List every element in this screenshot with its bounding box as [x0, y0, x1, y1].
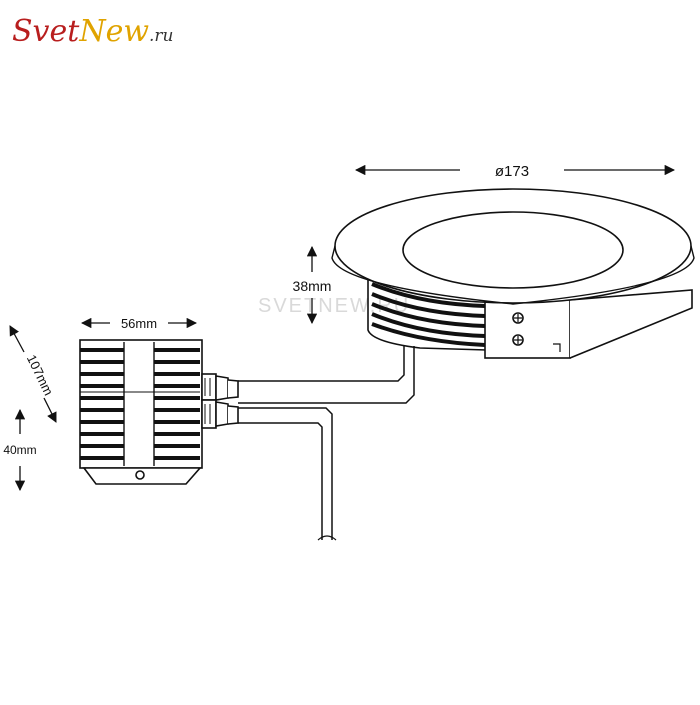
driver-body	[79, 339, 203, 469]
cable	[238, 346, 415, 541]
watermark-text: SVETNEW.RU	[258, 295, 410, 317]
cable-to-driver-upper	[238, 346, 405, 382]
luminaire	[331, 188, 695, 359]
housing-outline	[367, 272, 488, 351]
brand-logo: SvetNew.ru	[12, 14, 173, 49]
diameter-label: ø173	[495, 163, 529, 180]
driver-ribs	[80, 348, 200, 460]
housing-threads	[371, 282, 486, 347]
dimension-lines	[9, 164, 676, 492]
driver-box	[79, 339, 239, 485]
driver-length-label: 107mm	[24, 352, 56, 398]
length-line-bottom	[43, 397, 57, 423]
bracket-arm	[569, 289, 693, 359]
logo-part-2: New	[79, 14, 149, 49]
mounting-bracket	[484, 299, 571, 359]
driver-height-label: 40mm	[3, 443, 36, 457]
mount-hole	[135, 470, 145, 480]
terminal-screw-top	[512, 312, 524, 324]
cable-gland-lower	[201, 399, 239, 429]
housing-height-label: 38mm	[293, 278, 332, 294]
driver-base	[82, 467, 202, 485]
length-line-top	[9, 325, 25, 353]
diffuser-lens	[402, 211, 624, 289]
terminal-screw-bottom	[512, 334, 524, 346]
cable-gland-upper	[201, 373, 239, 401]
logo-part-1: Svet	[12, 14, 80, 49]
driver-width-label: 56mm	[121, 316, 157, 331]
logo-tld: .ru	[149, 26, 174, 46]
